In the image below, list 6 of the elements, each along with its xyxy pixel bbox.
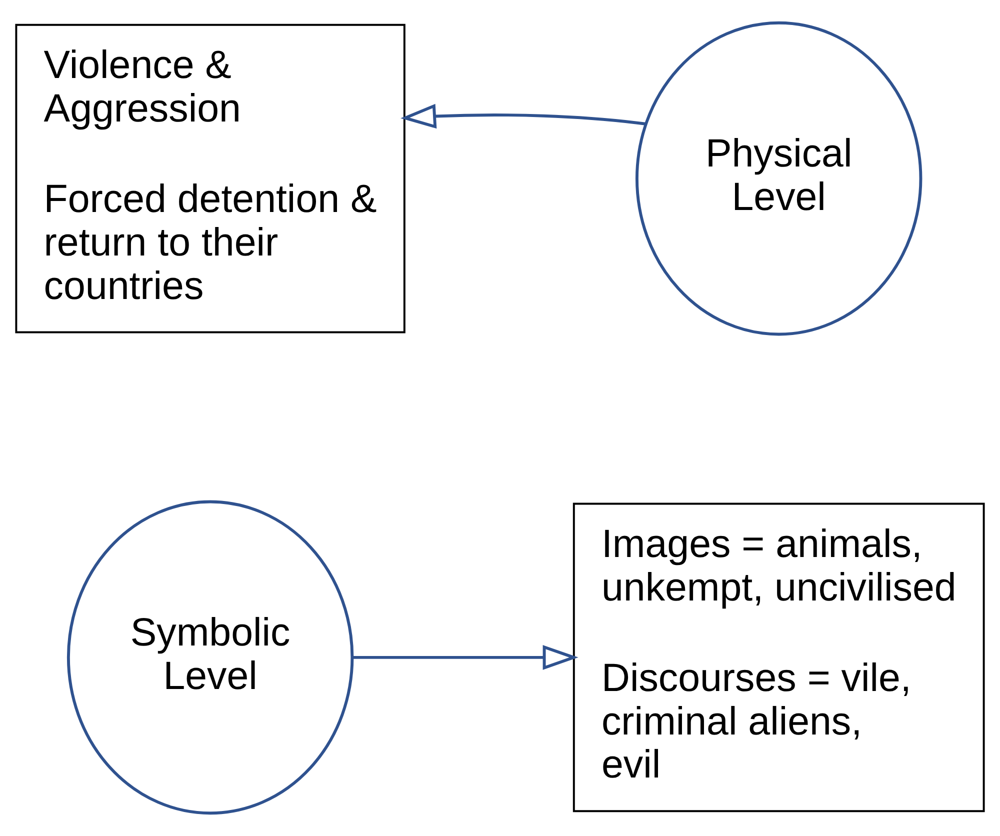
node-box: Violence & Aggression Forced detention & return to their countries [15, 24, 406, 334]
arrow [352, 645, 578, 670]
node-circle: Physical Level [635, 21, 922, 336]
node-circle: Symbolic Level [66, 500, 354, 815]
arrow [400, 104, 646, 129]
node-box: Images = animals, unkempt, uncivilised Discourses = vile, criminal aliens, evil [572, 502, 985, 812]
